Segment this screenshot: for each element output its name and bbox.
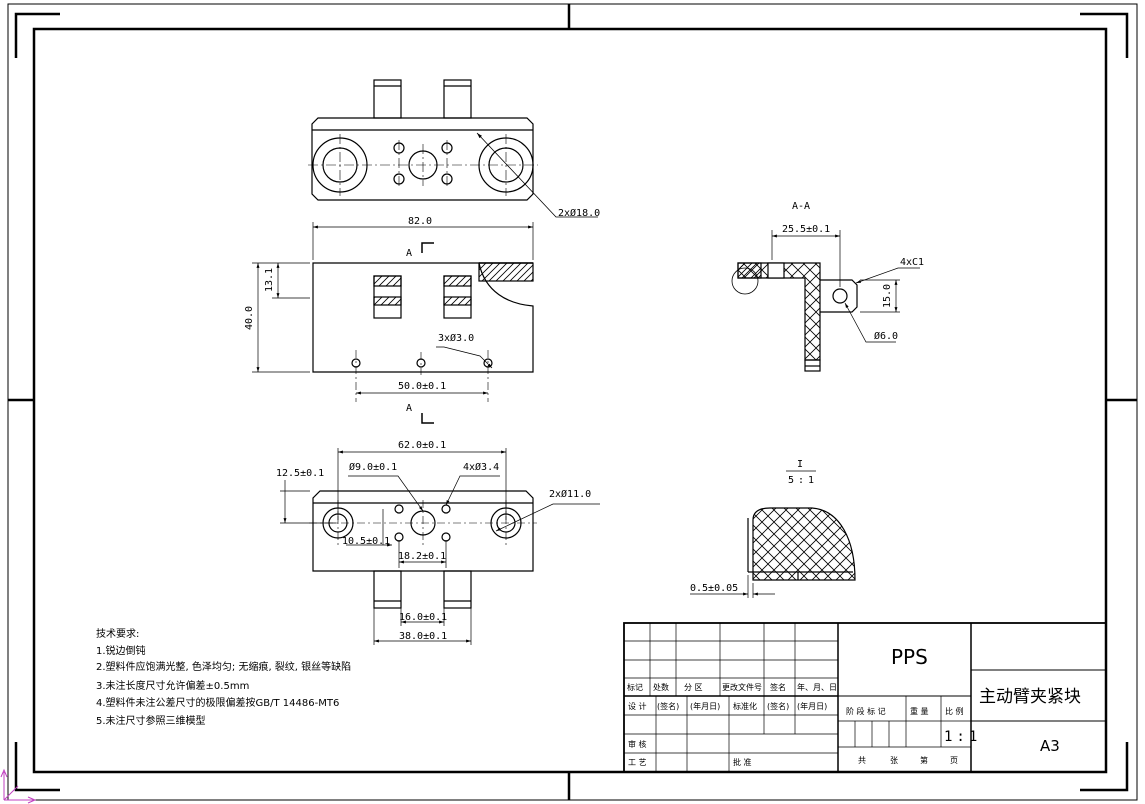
dim-height-15: 15.0 [882, 284, 893, 308]
tb-design-2: (年月日) [690, 701, 720, 711]
section-view [252, 222, 534, 424]
callout-center-bore: Ø9.0±0.1 [349, 461, 397, 473]
dim-width-25-5: 25.5±0.1 [782, 224, 830, 235]
note-3: 3.未注长度尺寸允许偏差±0.5mm [96, 679, 249, 692]
top-view-outline [311, 117, 534, 201]
tb-design-3: 标准化 [733, 701, 757, 711]
tb-sheet-size: A3 [1040, 737, 1060, 755]
section-view-slot-left [373, 275, 402, 319]
tb-process: 工 艺 [628, 758, 647, 767]
detail-i-marker [731, 267, 759, 295]
tb-sheets-0: 共 [858, 756, 866, 765]
tb-sheets-1: 张 [890, 756, 898, 765]
title-block [623, 622, 1107, 773]
dim-offset-12-5: 12.5±0.1 [276, 468, 324, 479]
notes-title: 技术要求: [96, 627, 139, 640]
detail-aa-title: A-A [792, 201, 810, 212]
inner-border [32, 27, 1108, 774]
dim-pitch-10-5: 10.5±0.1 [342, 536, 390, 547]
detail-aa-lug [820, 279, 858, 313]
bottom-view-tab-left [373, 570, 402, 609]
tb-stage: 阶 段 标 记 [846, 706, 886, 716]
dim-thickness: 0.5±0.05 [690, 583, 738, 594]
dim-13: 13.1 [264, 268, 275, 292]
axis-indicator-icon [0, 768, 37, 804]
outer-border [7, 3, 1138, 801]
tb-rev-h5: 年、月、日 [797, 682, 837, 692]
tb-design-4: (签名) [767, 701, 789, 711]
dim-tab-38: 38.0±0.1 [399, 631, 447, 642]
dim-span-62: 62.0±0.1 [398, 440, 446, 451]
tb-sheets-3: 页 [950, 756, 958, 765]
bottom-view-outline [312, 490, 534, 572]
tb-scale-value: 1:1 [944, 729, 981, 745]
sheet-frame [7, 3, 1138, 801]
tb-scale-h: 比 例 [945, 706, 964, 716]
section-view-ear [478, 262, 534, 282]
detail-aa-hole [832, 288, 848, 304]
callout-pin-holes: 3xØ3.0 [438, 332, 474, 344]
tb-rev-h0: 标记 [627, 682, 643, 692]
dim-height-40: 40.0 [244, 306, 255, 330]
bottom-view [280, 448, 600, 645]
section-view-pin-holes [351, 358, 493, 368]
detail-i-section [752, 507, 856, 581]
section-mark-a-top: A [406, 248, 412, 259]
note-2: 2.塑料件应饱满光整, 色泽均匀; 无缩痕, 裂纹, 银丝等缺陷 [96, 660, 351, 673]
detail-i-scale: 5:1 [788, 475, 818, 486]
note-1: 1.锐边倒钝 [96, 644, 146, 657]
bottom-view-tab-right [443, 570, 472, 609]
callout-small-holes: 4xØ3.4 [463, 461, 499, 473]
tb-part-name: 主动臂夹紧块 [979, 687, 1081, 707]
callout-leader [476, 132, 598, 218]
top-view [308, 79, 598, 218]
section-view-slot-right [443, 275, 472, 319]
tb-design-5: (年月日) [797, 701, 827, 711]
tb-design-1: (签名) [657, 701, 679, 711]
detail-i-view [690, 507, 856, 598]
tb-rev-h4: 签名 [770, 682, 786, 692]
dim-tab-16: 16.0±0.1 [399, 612, 447, 623]
tb-approve: 批 准 [733, 757, 752, 767]
tb-rev-h3: 更改文件号 [722, 682, 762, 692]
callout-hole-6: Ø6.0 [874, 330, 898, 342]
detail-aa-view [731, 230, 920, 372]
tb-rev-h2: 分 区 [684, 683, 703, 692]
section-mark-a-bottom: A [406, 403, 412, 414]
tb-weight: 重 量 [910, 706, 929, 716]
tb-sheets-2: 第 [920, 755, 928, 765]
dim-width-82: 82.0 [408, 216, 432, 227]
tb-material: PPS [891, 645, 928, 669]
callout-bore-diameter: 2xØ18.0 [558, 207, 600, 219]
tb-design-0: 设 计 [628, 701, 647, 711]
callout-big-holes: 2xØ11.0 [549, 488, 591, 500]
detail-i-label: I [797, 459, 803, 470]
tb-rev-h1: 处数 [653, 682, 669, 692]
dim-pitch-50: 50.0±0.1 [398, 381, 446, 392]
note-4: 4.塑料件未注公差尺寸的极限偏差按GB/T 14486-MT6 [96, 696, 339, 709]
technical-notes: 技术要求: 1.锐边倒钝 2.塑料件应饱满光整, 色泽均匀; 无缩痕, 裂纹, … [96, 627, 351, 727]
callout-chamfer: 4xC1 [900, 257, 924, 268]
note-5: 5.未注尺寸参照三维模型 [96, 714, 206, 727]
tb-review: 审 核 [628, 739, 647, 749]
dim-pitch-18-2: 18.2±0.1 [398, 551, 446, 562]
